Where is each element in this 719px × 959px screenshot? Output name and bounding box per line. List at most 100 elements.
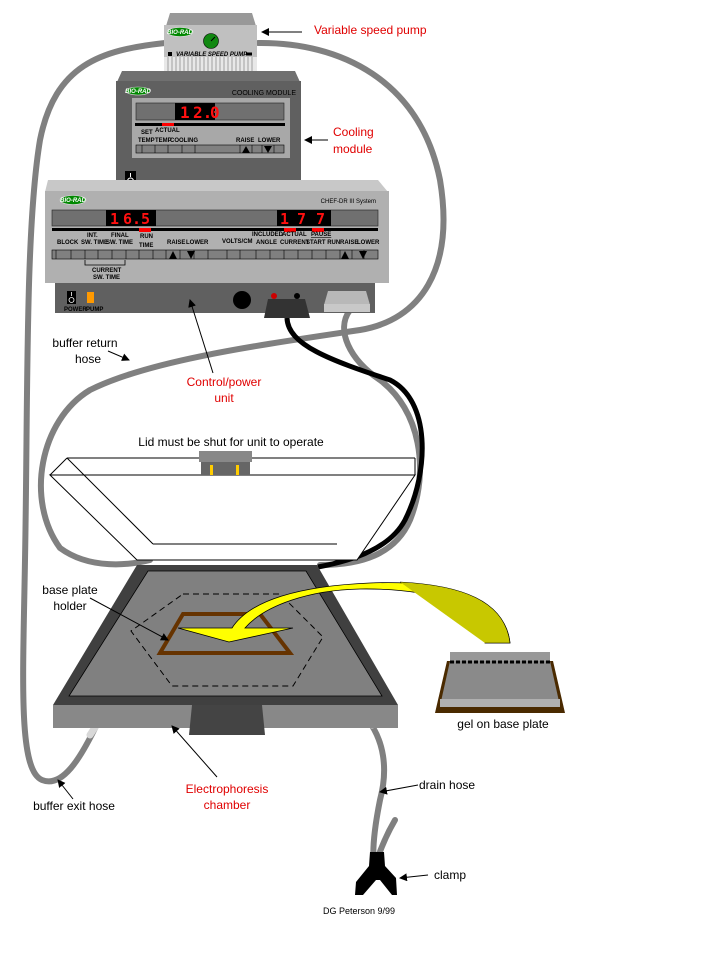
cooling-digit-1: 1: [180, 103, 190, 122]
label-pump: PUMP: [86, 307, 103, 313]
label-raise: RAISE: [236, 138, 254, 144]
label-start-run: START RUN: [306, 240, 340, 246]
base-plate-callout-line2: holder: [53, 599, 86, 613]
label-int: INT.: [87, 233, 98, 239]
label-actual: ACTUAL: [155, 128, 180, 134]
label-temp: TEMP: [138, 138, 155, 144]
label-final: FINAL: [111, 233, 129, 239]
cooling-raise-button[interactable]: [242, 146, 250, 153]
hose-connector: [324, 291, 370, 305]
chamber-callout-line1: Electrophoresis: [186, 782, 269, 796]
buffer-exit-hose: [20, 40, 168, 785]
cooling-module-title: COOLING MODULE: [232, 90, 297, 97]
variable-speed-pump: BIO-RAD VARIABLE SPEED PUMP: [164, 13, 257, 74]
lower-left-button[interactable]: [187, 251, 195, 259]
cooling-button-strip: [135, 144, 285, 154]
cooling-digit-3: 0: [210, 103, 220, 122]
lower-right-button[interactable]: [359, 251, 367, 259]
label-current-sw: CURRENT: [92, 268, 122, 274]
drain-hose: [362, 713, 388, 868]
control-callout-line1: Control/power: [187, 375, 262, 389]
pump-outlet-hose: [38, 39, 447, 568]
pump-callout: Variable speed pump: [314, 23, 427, 37]
label-run: RUN: [140, 234, 153, 240]
label-int-sw-time: SW. TIME: [81, 240, 108, 246]
label-lower: LOWER: [258, 138, 281, 144]
pump-switch-light[interactable]: [87, 292, 94, 303]
buffer-return-hose: [317, 307, 423, 568]
label-cooling: COOLING: [170, 138, 198, 144]
red-electrode-pin: [271, 293, 277, 299]
electrode-plug: [264, 299, 310, 318]
lid-interlock: [199, 451, 252, 475]
label-angle: ANGLE: [256, 240, 277, 246]
angle-digit-2: 7: [297, 210, 306, 228]
cooling-callout-line2: module: [333, 142, 373, 156]
bio-rad-logo: [166, 27, 194, 37]
label-raise-right: RAISE: [340, 240, 358, 246]
author-credit: DG Peterson 9/99: [323, 906, 395, 916]
raise-right-button[interactable]: [341, 251, 349, 259]
clamp-callout: clamp: [434, 868, 466, 882]
label-power: POWER: [64, 307, 87, 313]
raise-left-button[interactable]: [169, 251, 177, 259]
label-block: BLOCK: [57, 240, 79, 246]
pause-indicator: [312, 228, 324, 232]
label-current: CURRENT: [280, 240, 310, 246]
buffer-exit-arrow: [57, 779, 74, 800]
label-temp-actual: TEMP: [155, 138, 172, 144]
label-final-sw-time: SW. TIME: [106, 240, 133, 246]
black-electrode-pin: [294, 293, 300, 299]
base-plate-callout-line1: base plate: [42, 583, 98, 597]
chamber-front-block: [189, 705, 265, 735]
cooling-callout-line1: Cooling: [333, 125, 374, 139]
buffer-return-arrow: [107, 350, 130, 361]
run-time-indicator: [139, 228, 151, 232]
buffer-return-callout-line1: buffer return: [52, 336, 117, 350]
run-time-digit-1: 1: [110, 210, 119, 228]
clamp[interactable]: [355, 852, 397, 895]
bio-rad-logo: [59, 195, 87, 205]
cooling-logo-text: BIO-RAD: [125, 89, 151, 95]
pump-panel-text: VARIABLE SPEED PUMP: [176, 52, 248, 58]
chamber-lid: [48, 457, 416, 561]
run-time-digit-2: 6.: [123, 210, 141, 228]
label-current-sw-time: SW. TIME: [93, 275, 120, 281]
label-run-time: TIME: [139, 243, 153, 249]
cooling-digit-2: 2.: [193, 103, 212, 122]
label-actual: ACTUAL: [282, 232, 307, 238]
angle-digit-1: 1: [280, 210, 289, 228]
electrophoresis-chamber: [53, 565, 398, 735]
label-raise-left: RAISE: [167, 240, 185, 246]
drain-callout: drain hose: [419, 778, 475, 792]
label-pause: PAUSE: [311, 232, 331, 238]
label-lower-right: LOWER: [357, 240, 380, 246]
cooling-module: BIO-RAD COOLING MODULE 1 2. 0 SET ACTUAL…: [116, 71, 301, 189]
pump-logo-text: BIO-RAD: [167, 30, 193, 36]
run-time-digit-3: 5: [141, 210, 150, 228]
base-plate-arrow: [89, 597, 169, 641]
pump-switch[interactable]: [168, 52, 172, 56]
control-button-strip: [51, 249, 379, 260]
chamber-callout-line2: chamber: [204, 798, 251, 812]
callout-arrows: [57, 28, 429, 882]
bio-rad-logo: [125, 86, 151, 96]
connector-port: [233, 291, 251, 309]
angle-digit-3: 7: [316, 210, 325, 228]
control-power-unit: BIO-RAD CHEF-DR III System 1 6. 5 1 7 7 …: [45, 180, 389, 318]
drain-arrow: [379, 784, 419, 795]
model-name: CHEF-DR III System: [321, 199, 376, 205]
cooling-indicator: [162, 123, 174, 126]
label-lower-left: LOWER: [186, 240, 209, 246]
gel-on-base-plate: [435, 652, 565, 713]
label-volts-cm: VOLTS/CM: [222, 239, 253, 245]
control-logo-text: BIO-RAD: [60, 198, 86, 204]
hoses: [20, 39, 447, 868]
cooling-lower-button[interactable]: [264, 146, 272, 153]
label-set: SET: [141, 130, 153, 136]
buffer-exit-callout: buffer exit hose: [33, 799, 115, 813]
chamber-arrow: [171, 725, 218, 778]
label-included: INCLUDED: [252, 232, 284, 238]
lid-callout: Lid must be shut for unit to operate: [138, 435, 324, 449]
